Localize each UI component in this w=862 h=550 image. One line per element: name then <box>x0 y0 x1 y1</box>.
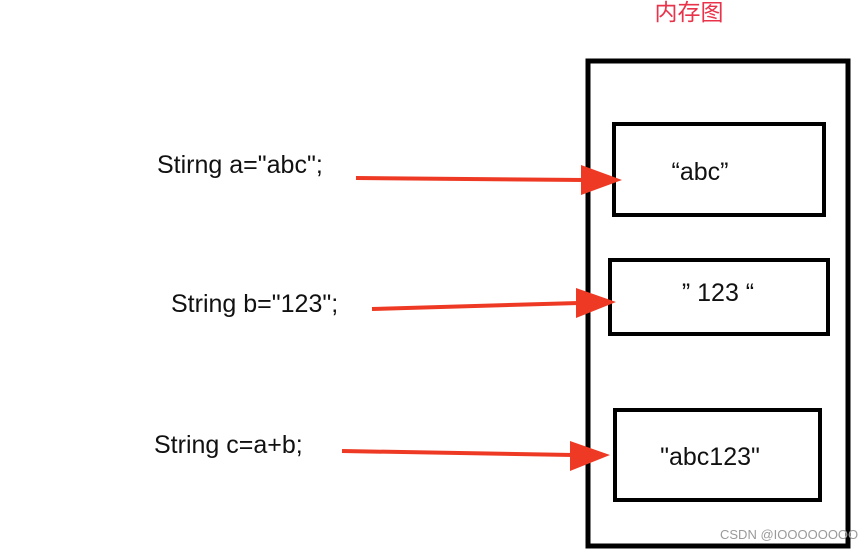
statement-c: String c=a+b; <box>154 431 303 459</box>
memory-value-abc123: "abc123" <box>660 443 760 471</box>
memory-cell-abc <box>612 122 826 217</box>
arrow-b <box>371 288 616 318</box>
statement-b: String b="123"; <box>171 290 338 318</box>
memory-value-abc: “abc” <box>672 158 729 186</box>
diagram-title: 内存图 <box>655 0 724 26</box>
arrow-c <box>341 441 610 471</box>
watermark-text: CSDN @IOOOOOOOO <box>720 527 858 542</box>
statement-a: Stirng a="abc"; <box>157 151 323 179</box>
memory-cell-123 <box>608 258 830 336</box>
memory-value-123: ” 123 “ <box>682 279 754 307</box>
arrow-a <box>355 165 622 195</box>
memory-cell-abc123 <box>613 408 822 502</box>
